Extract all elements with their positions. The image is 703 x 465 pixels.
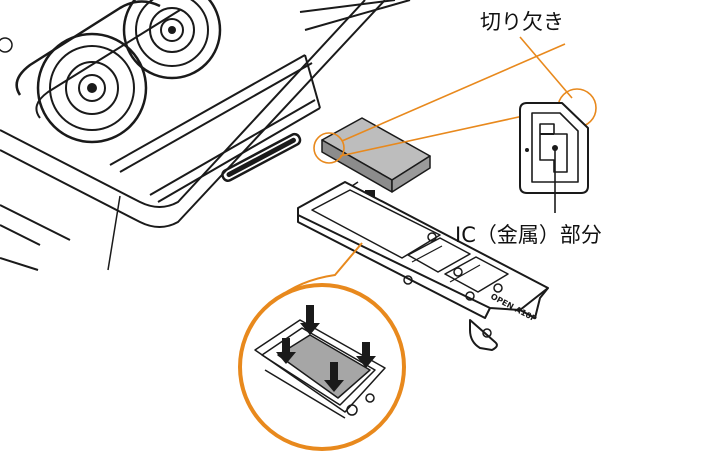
camera-lens-2 (122, 0, 222, 80)
sim-card (321, 117, 431, 193)
ic-contact-label: IC（金属）部分 (455, 223, 602, 247)
press-arrow-icons (276, 305, 376, 392)
camera-lens-1 (36, 32, 148, 144)
notch-label: 切り欠き (480, 10, 564, 34)
zoom-detail (238, 242, 406, 451)
nano-sim-enlarged (519, 102, 589, 194)
phone-body (0, 0, 411, 271)
sim-tray (297, 181, 549, 351)
